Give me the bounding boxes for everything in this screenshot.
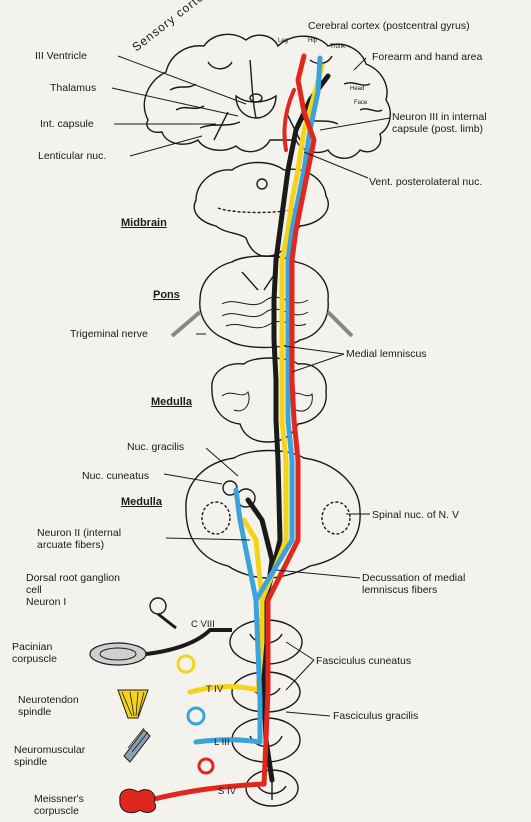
pacinian-label: Pacinian corpuscle: [12, 641, 57, 665]
medial-lemniscus-label: Medial lemniscus: [346, 348, 427, 360]
head-label: Head: [350, 86, 365, 92]
nuc-cuneatus-label: Nuc. cuneatus: [82, 470, 150, 482]
int-capsule-label: Int. capsule: [40, 118, 94, 130]
decussation-label: Decussation of medial lemniscus fibers: [362, 572, 466, 596]
medulla-lower-heading: Medulla: [121, 496, 162, 508]
meissner-corpuscle: [119, 788, 156, 814]
neurotendon-spindle: [117, 689, 149, 719]
vpl-nucleus-label: Vent. posterolateral nuc.: [369, 176, 483, 188]
pons-heading: Pons: [153, 289, 180, 301]
hip-label: Hip: [308, 38, 318, 44]
third-ventricle-label: III Ventricle: [35, 50, 87, 62]
neuron-ii-label: Neuron II (internal arcuate fibers): [37, 527, 122, 551]
spinal-nuc-label: Spinal nuc. of N. V: [372, 509, 459, 521]
leg-label: Leg: [278, 38, 289, 44]
nuc-gracilis-label: Nuc. gracilis: [127, 441, 185, 453]
trigeminal-nerve-label: Trigeminal nerve: [70, 328, 148, 340]
lenticular-nuc-label: Lenticular nuc.: [38, 150, 107, 162]
peripheral-receptors: [89, 597, 232, 814]
dorsal-root-ganglion: [149, 597, 167, 615]
thalamus-label: Thalamus: [50, 82, 97, 94]
cerebrum: [143, 33, 391, 159]
sensory-tracts: [147, 53, 331, 803]
neuron-iii-label: Neuron III in internal capsule (post. li…: [392, 111, 487, 135]
face-label: Face: [354, 100, 368, 106]
trigeminal-nerve-left: [170, 310, 202, 338]
midbrain-heading: Midbrain: [121, 217, 167, 229]
level-l3-label: L III: [214, 737, 230, 748]
lower-medulla-section: [185, 449, 361, 579]
leader-lines: [111, 55, 391, 717]
pons-section: [199, 255, 329, 349]
level-c8-label: C VIII: [191, 619, 215, 630]
forearm-hand-label: Forearm and hand area: [372, 51, 483, 63]
upper-medulla-section: [211, 357, 327, 443]
fasciculus-cuneatus-label: Fasciculus cuneatus: [316, 655, 412, 667]
meissner-label: Meissner's corpuscle: [34, 793, 84, 817]
fasciculus-gracilis-label: Fasciculus gracilis: [333, 710, 419, 722]
cerebral-cortex-label: Cerebral cortex (postcentral gyrus): [308, 20, 470, 32]
level-s4-label: S IV: [218, 786, 236, 797]
level-t4-label: T IV: [206, 684, 224, 695]
midbrain-section: [193, 161, 329, 257]
trunk-label: Trunk: [330, 44, 346, 50]
pacinian-corpuscle: [89, 642, 147, 666]
neurotendon-label: Neurotendon spindle: [18, 694, 79, 718]
neuromuscular-label: Neuromuscular spindle: [14, 744, 86, 768]
drg-label: Dorsal root ganglion cell Neuron I: [26, 572, 120, 608]
trigeminal-nerve-right: [326, 310, 354, 338]
medulla-upper-heading: Medulla: [151, 396, 192, 408]
